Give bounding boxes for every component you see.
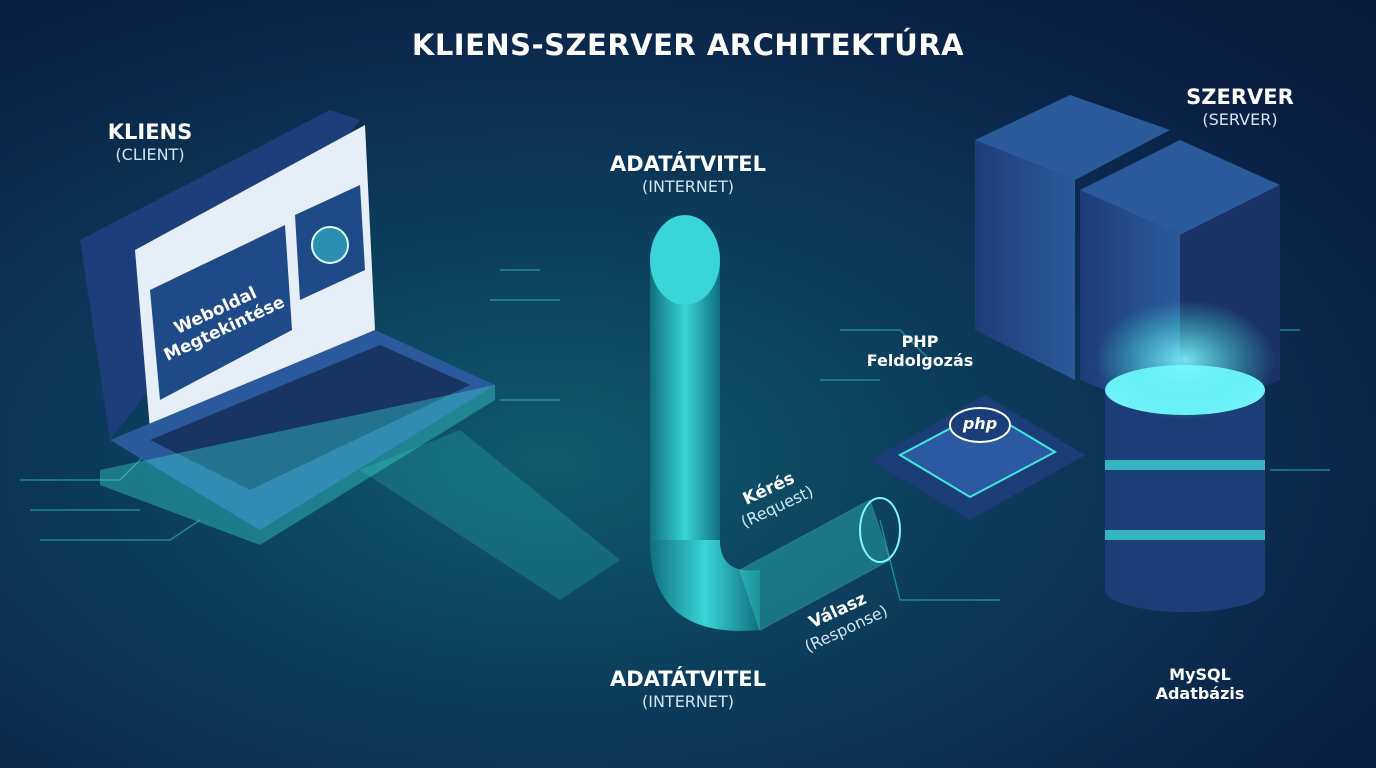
data-stream bbox=[360, 430, 620, 600]
php-title: PHP bbox=[901, 332, 939, 351]
client-subtitle: (CLIENT) bbox=[115, 145, 185, 165]
php-label: PHP Feldolgozás bbox=[850, 332, 990, 370]
transfer-top-subtitle: (INTERNET) bbox=[641, 177, 735, 197]
client-label: KLIENS (CLIENT) bbox=[90, 120, 210, 164]
transfer-top-label: ADATÁTVITEL (INTERNET) bbox=[588, 152, 788, 196]
circuit-lines bbox=[20, 269, 1330, 601]
transfer-bottom-title: ADATÁTVITEL bbox=[609, 667, 767, 691]
server-label: SZERVER (SERVER) bbox=[1160, 85, 1320, 129]
php-subtitle: Feldolgozás bbox=[866, 351, 974, 371]
transfer-bottom-subtitle: (INTERNET) bbox=[641, 692, 735, 712]
mysql-database bbox=[1095, 300, 1275, 612]
php-logo: php bbox=[962, 414, 998, 433]
mysql-title: MySQL bbox=[1169, 665, 1231, 684]
transfer-top-title: ADATÁTVITEL bbox=[609, 152, 767, 176]
mysql-subtitle: Adatbázis bbox=[1155, 684, 1245, 704]
server-subtitle: (SERVER) bbox=[1202, 110, 1278, 130]
internet-pipe bbox=[650, 215, 901, 631]
server-title: SZERVER bbox=[1186, 85, 1294, 109]
laptop bbox=[80, 110, 495, 545]
page-title: KLIENS-SZERVER ARCHITEKTÚRA bbox=[411, 28, 965, 62]
php-chip bbox=[870, 395, 1085, 520]
client-title: KLIENS bbox=[107, 120, 193, 144]
transfer-bottom-label: ADATÁTVITEL (INTERNET) bbox=[588, 667, 788, 711]
mysql-label: MySQL Adatbázis bbox=[1130, 665, 1270, 703]
